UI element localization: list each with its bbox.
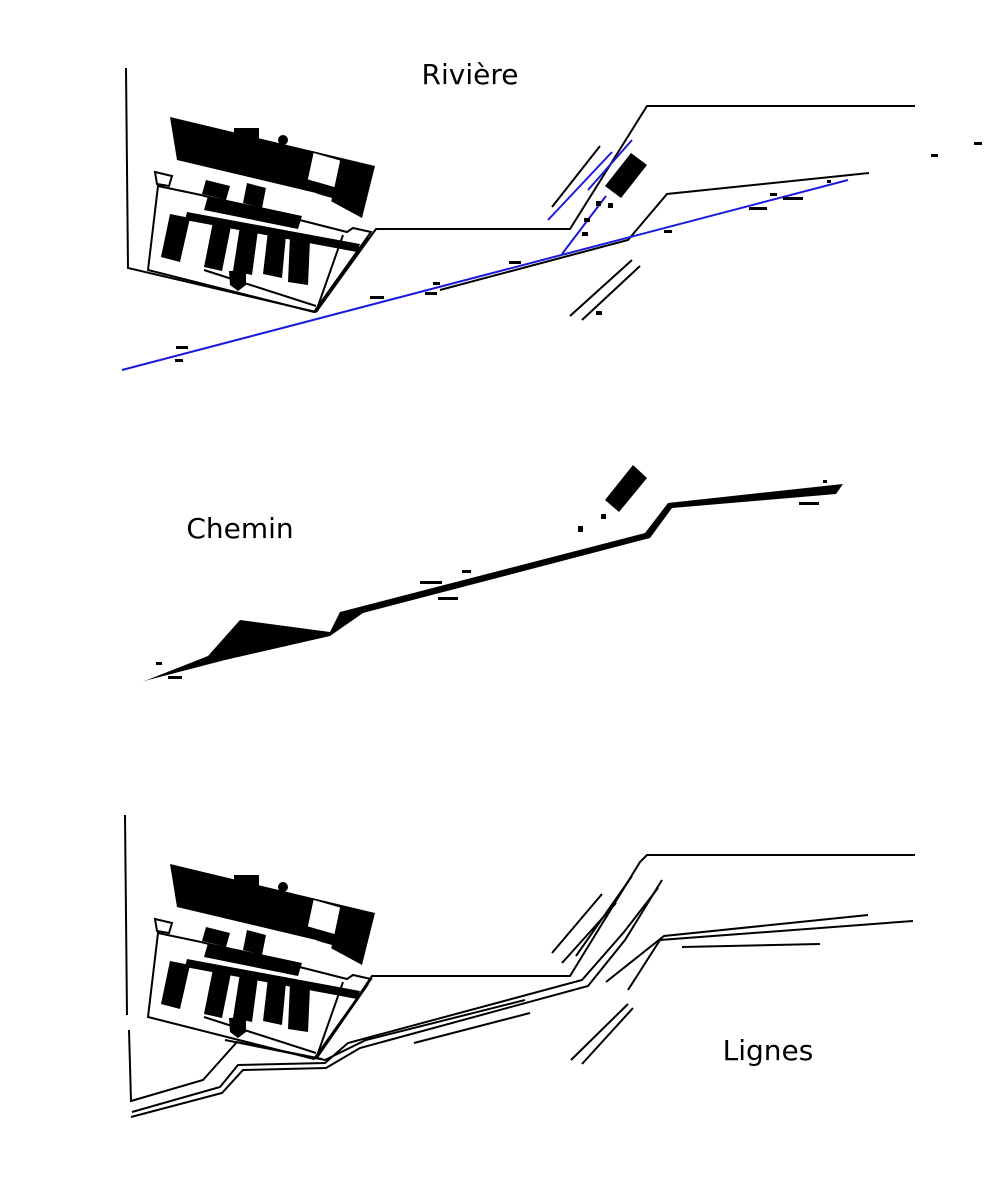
boat-markers — [175, 142, 982, 362]
building-cluster — [147, 863, 376, 1060]
chemin-label: Chemin — [186, 512, 293, 545]
path-shape — [142, 484, 843, 682]
path-lines — [130, 875, 914, 1118]
riviere-label: Rivière — [422, 58, 519, 91]
chemin-panel: Chemin — [142, 465, 843, 682]
dock-structure — [605, 465, 647, 512]
dock-structure — [605, 153, 647, 198]
river-lines — [121, 139, 849, 371]
lignes-label: Lignes — [723, 1034, 814, 1067]
riviere-panel: Rivière — [121, 58, 982, 371]
boat-markers — [156, 480, 827, 679]
lignes-panel: Lignes — [124, 814, 915, 1118]
building-cluster — [147, 116, 376, 313]
site-boundary-lines — [125, 67, 915, 321]
